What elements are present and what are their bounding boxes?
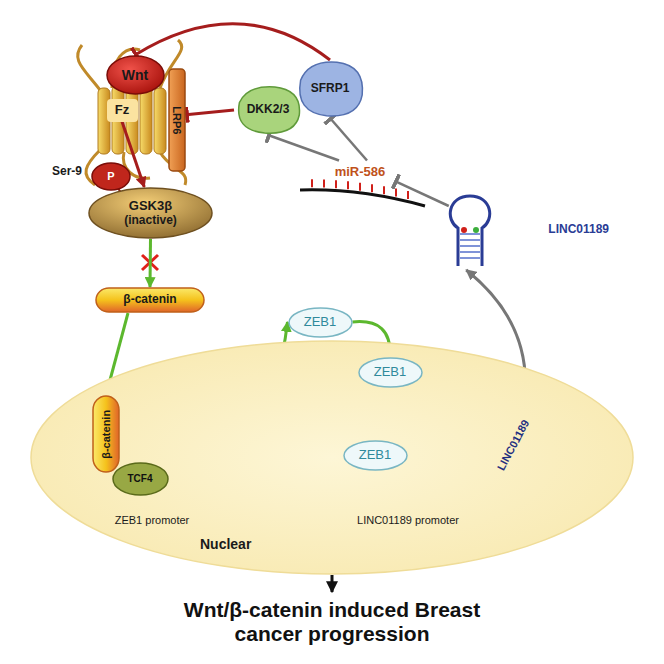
node-text: ZEB1 [359,448,392,463]
residue-label: Ser-9 [52,164,82,178]
protein-ellipse: ZEB1 [358,357,423,388]
node-text: LINC01189 [548,223,609,237]
tube-outline [93,396,119,472]
inhibitor-shape: DKK2/3 [234,85,302,135]
node-text: ZEB1 [304,315,337,330]
blob-outline [239,87,300,133]
node-text: ZEB1 [374,365,407,380]
receptor-helices [78,40,186,185]
node-text: (inactive) [124,214,177,228]
hairpin-dot [473,227,479,233]
node-shape [30,340,634,575]
strand-tooth [371,184,373,192]
hairpin-pair [460,257,480,259]
connector [331,575,334,592]
hairpin-pair [460,245,480,247]
strand-tooth [323,180,325,188]
node-text: Fz [115,103,129,118]
node-text: β-catenin [100,410,113,459]
mirna-strand [300,179,425,206]
node-text: GSK3β [129,199,172,214]
ellipse-outline [113,463,168,495]
factor-circle: TCF4 [112,462,169,496]
helix [98,88,110,154]
strand-tooth [335,180,337,188]
rect-outline [169,69,185,171]
lncrna-hairpin: LINC01189 [440,190,615,270]
connector [149,239,153,287]
ellipse-outline [31,341,633,574]
ellipse-outline [359,358,422,387]
inhibitor-shape: SFRP1 [295,60,365,118]
strand-tooth [311,179,313,187]
strand-line [300,190,425,206]
connector [268,135,339,161]
strand-tooth [407,191,409,199]
node-text: Wnt [122,67,148,83]
strand-tooth [359,183,361,191]
ellipse-outline [89,188,212,238]
label-patch [107,99,138,122]
helix [140,86,152,154]
tube-outline [96,288,204,312]
helix [154,88,166,154]
ligand-ellipse: Wnt [106,55,165,95]
ellipse-outline [344,441,407,470]
node-text: DKK2/3 [247,103,290,117]
node-text: miR-586 [335,165,386,180]
hairpin-dot [461,227,467,233]
node-text: P [107,170,114,183]
protein-tube: β-catenin [92,395,120,473]
protein-ellipse: ZEB1 [343,440,408,471]
connector [186,110,234,115]
receptor-loop [78,40,186,185]
strand-teeth [312,179,408,199]
nucleus-ellipse: Nuclearβ-cateninTCF4ZEB1LINC01189 [30,340,634,575]
node-text: β-catenin [123,293,176,307]
ellipse-outline [92,163,130,190]
ellipse-outline [107,56,164,94]
ellipse-outline [289,308,352,337]
connector [135,24,330,60]
outcome-title: Wnt/β-catenin induced Breast cancer prog… [174,592,490,652]
promoter-label: LINC01189 promoter [357,514,459,526]
node-text: TCF4 [128,473,153,485]
coreceptor-bar: LRP6 [168,68,186,172]
node-text: Wnt/β-catenin induced Breast cancer prog… [174,598,490,646]
kinase-ellipse: GSK3β(inactive) [88,187,213,239]
receptor-label: Fz [107,99,138,122]
strand-tooth [347,181,349,189]
strand-tooth [395,188,397,196]
strand-tooth [383,186,385,194]
node-text: Nuclear [200,536,251,552]
hairpin-backbone [450,196,489,266]
node-text: SFRP1 [311,82,350,96]
protein-tube: β-catenin [95,287,205,313]
hairpin-pair [460,239,480,241]
connector [395,181,449,206]
promoter-label: ZEB1 promoter [115,514,190,526]
connector [330,118,367,161]
blob-outline [300,62,363,116]
phosphate-circle: P [91,162,131,191]
hairpin-pair [460,251,480,253]
protein-ellipse: ZEB1 [288,307,353,338]
node-text: LRP6 [171,106,184,134]
hairpin-pair [460,233,480,235]
mirna-label: miR-586 [325,161,395,184]
